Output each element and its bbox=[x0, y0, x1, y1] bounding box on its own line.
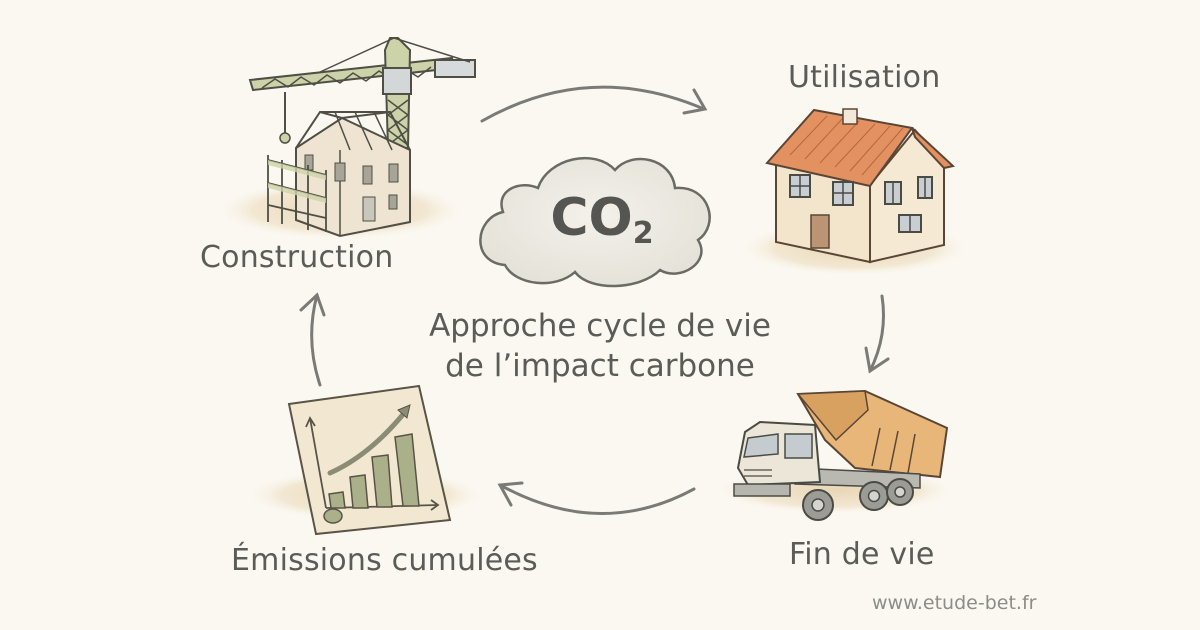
co2-subscript: 2 bbox=[632, 216, 654, 251]
crane-building-icon bbox=[215, 37, 476, 240]
arrow-utilisation-to-fin bbox=[864, 294, 890, 374]
center-title-line1: Approche cycle de vie bbox=[429, 308, 771, 344]
co2-text: CO bbox=[550, 188, 633, 248]
footer-url: www.etude-bet.fr bbox=[872, 592, 1037, 614]
stage-label-construction: Construction bbox=[200, 240, 394, 275]
arrow-fin-to-emissions bbox=[497, 481, 696, 516]
dump-truck-icon bbox=[715, 389, 955, 521]
co2-cloud-icon bbox=[479, 156, 711, 288]
stage-label-emissions: Émissions cumulées bbox=[231, 543, 538, 578]
arrow-emissions-to-construction bbox=[299, 292, 326, 387]
center-title-line2: de l’impact carbone bbox=[445, 348, 755, 384]
stage-label-utilisation: Utilisation bbox=[788, 60, 941, 95]
co2-badge: CO2 bbox=[522, 188, 682, 251]
growth-chart-icon bbox=[245, 384, 485, 536]
center-title: Approche cycle de vie de l’impact carbon… bbox=[400, 306, 800, 386]
house-icon bbox=[740, 108, 970, 276]
arrow-construction-to-utilisation bbox=[480, 85, 708, 123]
stage-label-fin-de-vie: Fin de vie bbox=[789, 537, 935, 572]
